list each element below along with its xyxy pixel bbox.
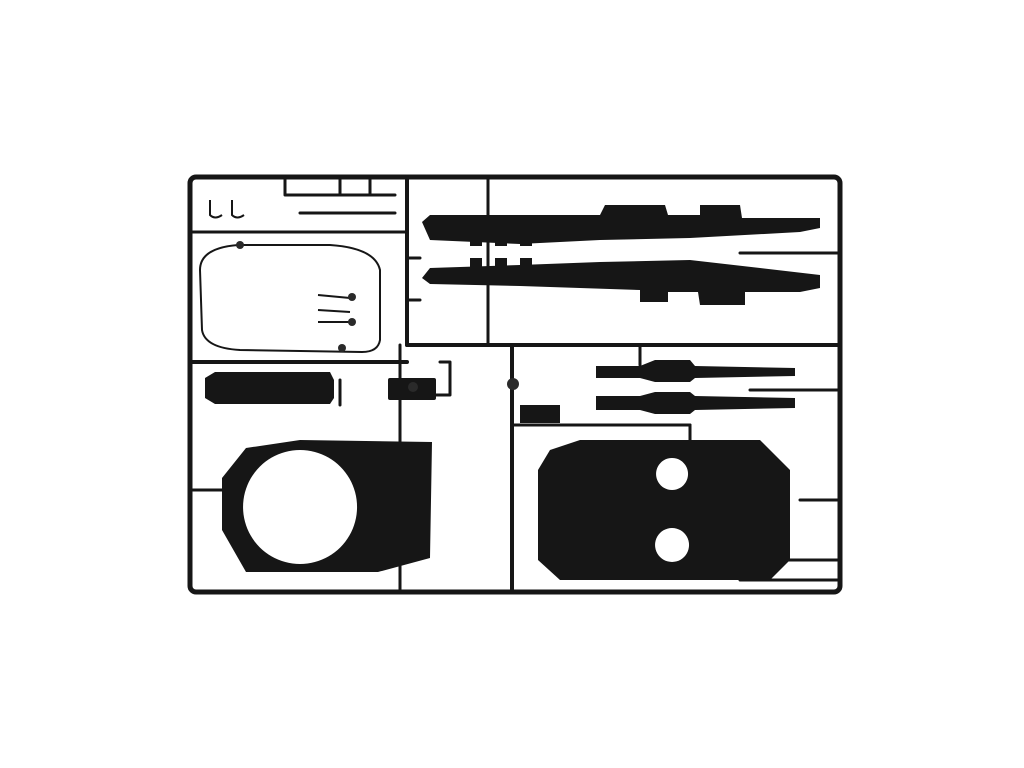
lug-3 [520, 236, 532, 246]
track-guard-lower [422, 260, 820, 305]
dark-block-small [520, 405, 560, 423]
sprue-frame [187, 174, 843, 595]
gate-6 [338, 344, 346, 352]
lug-5 [495, 258, 507, 268]
upper-hull-plate [222, 440, 432, 572]
gate-5 [236, 241, 244, 249]
lug-6 [520, 258, 532, 268]
lug-2 [495, 236, 507, 246]
gate-4 [348, 318, 356, 326]
track-guard-upper [422, 205, 820, 244]
outer-runner [187, 174, 843, 595]
turret-base-plate [538, 440, 790, 580]
gun-barrel-1 [596, 360, 795, 382]
gate-3 [348, 293, 356, 301]
hook-parts [209, 200, 245, 219]
gate-2 [408, 382, 418, 392]
fine-wire-parts [198, 200, 381, 354]
tow-cable [198, 244, 381, 354]
turret-front-block [205, 372, 334, 404]
sprue-parts [205, 205, 820, 580]
hook-parts-2 [317, 294, 351, 323]
lug-4 [470, 258, 482, 268]
sprue-gates [236, 241, 519, 392]
lug-1 [470, 236, 482, 246]
gate-1 [507, 378, 519, 390]
runner-mid [405, 256, 422, 302]
runner-top-left [283, 175, 397, 215]
gun-barrel-2 [596, 392, 795, 414]
